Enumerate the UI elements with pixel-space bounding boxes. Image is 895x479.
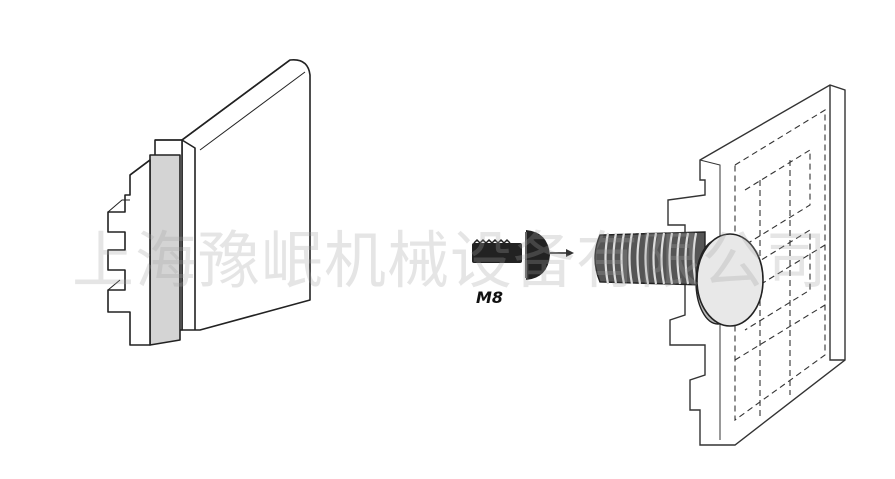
small-bolt-icon: [472, 230, 550, 280]
direction-arrow-icon: [550, 249, 574, 257]
bolt-size-label: M8: [476, 288, 504, 307]
carriage-bolt-icon: [594, 231, 764, 327]
aluminum-profile: [107, 58, 311, 346]
